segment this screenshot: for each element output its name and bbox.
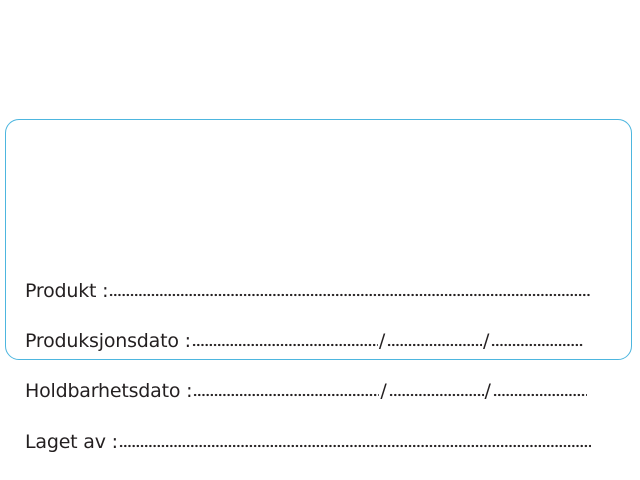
fill-line-holdbarhetsdato-year[interactable] [492,393,587,397]
fill-line-produksjonsdato-month[interactable] [387,343,483,347]
date-separator: / [483,330,490,352]
fill-line-produksjonsdato-year[interactable] [491,343,584,347]
fill-line-produkt[interactable] [109,293,592,297]
field-holdbarhetsdato: Holdbarhetsdato : / / [25,380,587,402]
field-produkt: Produkt : [25,280,592,302]
field-label-produkt: Produkt : [25,280,109,302]
fill-line-holdbarhetsdato-month[interactable] [388,393,484,397]
field-laget-av: Laget av : [25,431,591,453]
fill-line-laget-av[interactable] [118,444,591,448]
field-label-laget-av: Laget av : [25,431,118,453]
fill-line-produksjonsdato-day[interactable] [191,343,378,347]
field-label-holdbarhetsdato: Holdbarhetsdato : [25,380,193,402]
fill-line-holdbarhetsdato-day[interactable] [193,393,380,397]
date-separator: / [484,380,491,402]
date-separator: / [378,330,386,352]
date-separator: / [380,380,387,402]
field-produksjonsdato: Produksjonsdato : / / [25,330,584,352]
product-label-card: Produkt : Produksjonsdato : / / Holdbarh… [5,119,632,453]
field-label-produksjonsdato: Produksjonsdato : [25,330,191,352]
